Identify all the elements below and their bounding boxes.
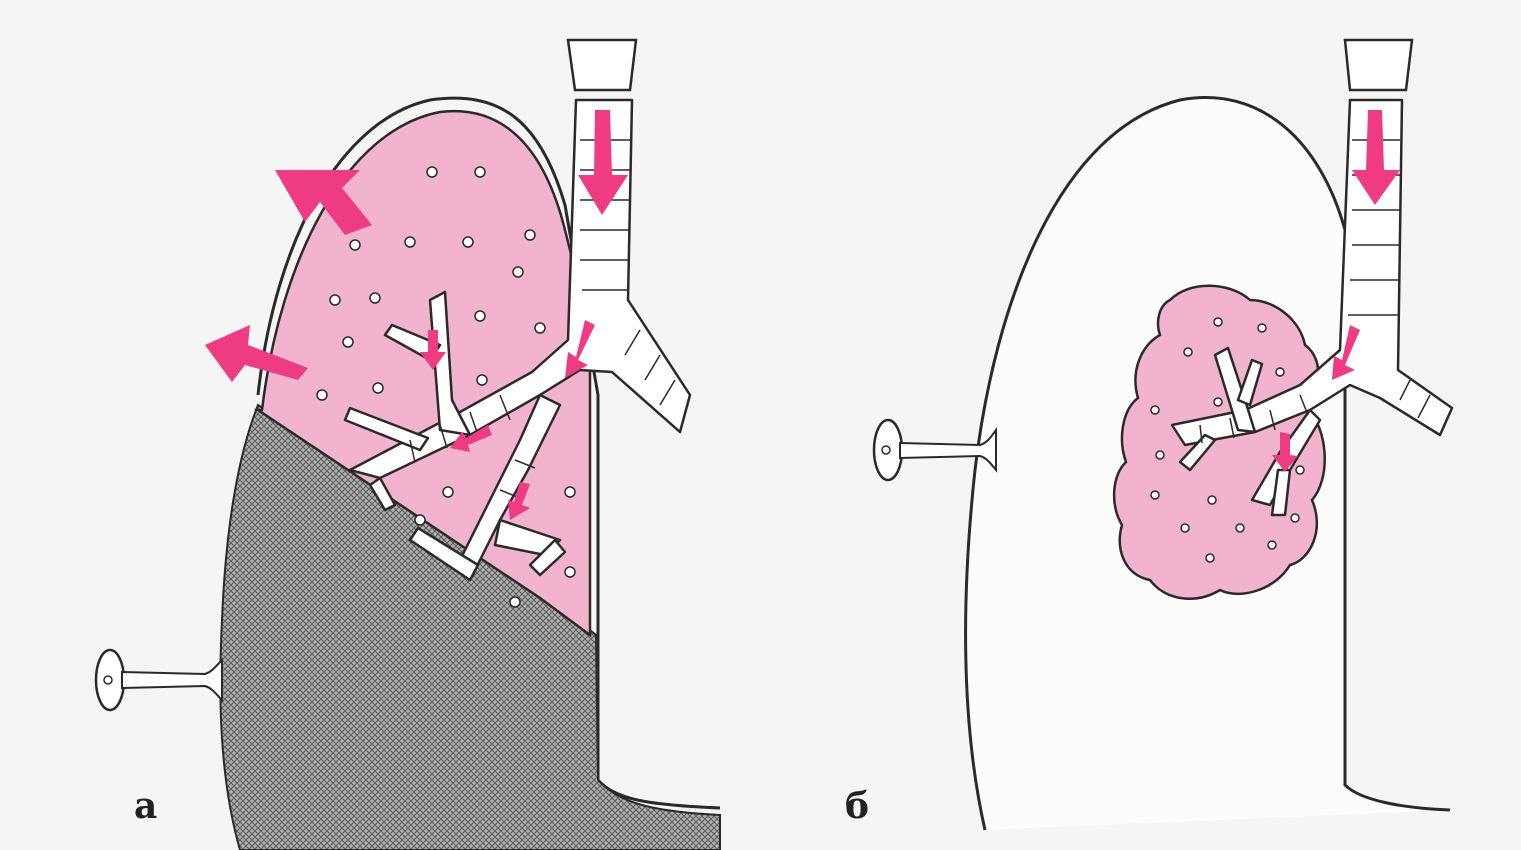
panel-b xyxy=(874,40,1452,830)
panel-a xyxy=(96,40,720,850)
panel-b-larynx xyxy=(1345,40,1412,90)
panel-b-label: б xyxy=(845,785,869,827)
panel-a-label: а xyxy=(134,785,157,827)
panel-a-larynx xyxy=(568,40,636,90)
panel-a-pin-icon xyxy=(96,650,222,710)
